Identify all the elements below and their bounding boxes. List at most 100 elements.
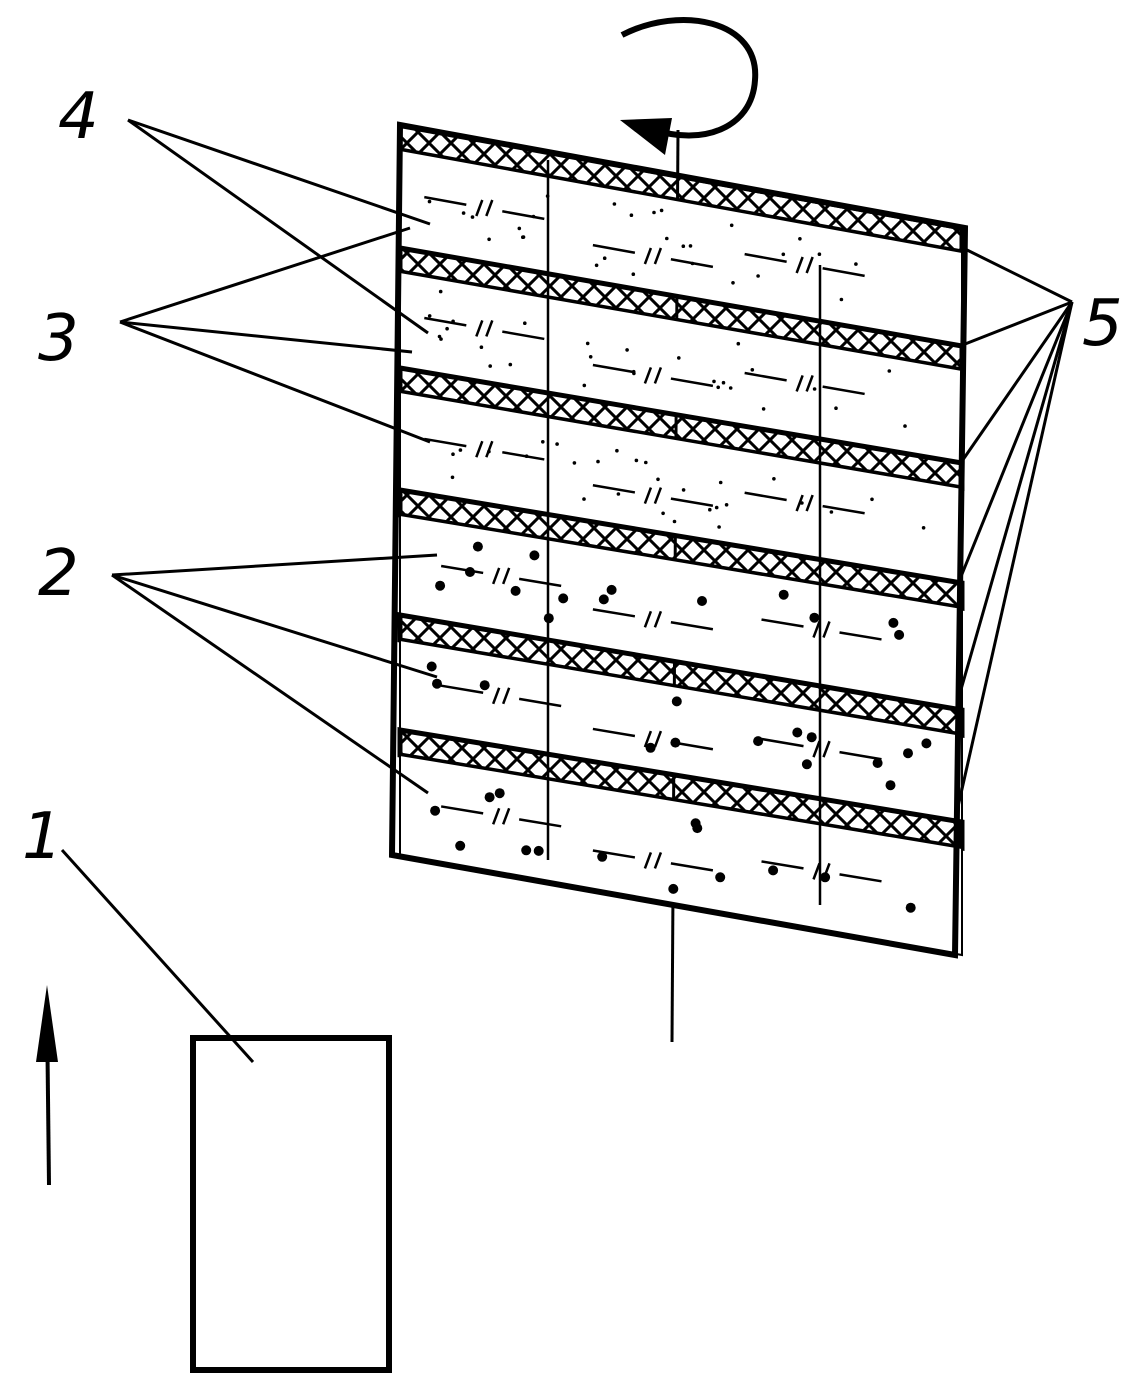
coarse-particle-dot bbox=[802, 759, 812, 769]
fine-particle-dot bbox=[731, 281, 735, 285]
fine-particle-dot bbox=[682, 244, 686, 248]
fine-particle-dot bbox=[730, 224, 734, 228]
fine-particle-dot bbox=[428, 314, 432, 318]
coarse-particle-dot bbox=[903, 748, 913, 758]
coarse-particle-dot bbox=[888, 618, 898, 628]
coarse-particle-dot bbox=[807, 732, 817, 742]
fine-particle-dot bbox=[656, 478, 660, 482]
fine-particle-dot bbox=[583, 384, 587, 388]
fine-particle-dot bbox=[903, 424, 907, 428]
fine-particle-dot bbox=[756, 274, 760, 278]
fine-particle-dot bbox=[751, 368, 755, 372]
coarse-particle-dot bbox=[432, 679, 442, 689]
rotation-arrow-icon bbox=[620, 20, 755, 155]
fine-particle-dot bbox=[445, 327, 449, 331]
coarse-particle-dot bbox=[607, 585, 617, 595]
callout-label-2: 2 bbox=[38, 537, 79, 611]
fine-particle-dot bbox=[439, 290, 443, 294]
fine-particle-dot bbox=[518, 227, 522, 231]
coarse-particle-dot bbox=[480, 680, 490, 690]
coarse-particle-dot bbox=[692, 823, 702, 833]
coarse-particle-dot bbox=[430, 806, 440, 816]
fine-particle-dot bbox=[715, 506, 719, 510]
flow-direction-arrow-icon bbox=[36, 985, 58, 1185]
callout-label-4: 4 bbox=[58, 80, 99, 154]
fine-particle-dot bbox=[725, 503, 729, 507]
fine-particle-dot bbox=[712, 380, 716, 384]
fine-particle-dot bbox=[922, 526, 926, 530]
coarse-particle-dot bbox=[534, 846, 544, 856]
coarse-particle-dot bbox=[779, 590, 789, 600]
fine-particle-dot bbox=[729, 386, 733, 390]
fine-particle-dot bbox=[722, 381, 726, 385]
fine-particle-dot bbox=[630, 213, 634, 217]
coarse-particle-dot bbox=[521, 845, 531, 855]
fine-particle-dot bbox=[428, 200, 432, 204]
fine-particle-dot bbox=[772, 477, 776, 481]
fine-particle-dot bbox=[644, 461, 648, 465]
coarse-particle-dot bbox=[894, 630, 904, 640]
fine-particle-dot bbox=[677, 356, 681, 360]
coarse-particle-dot bbox=[753, 736, 763, 746]
source-box bbox=[193, 1038, 389, 1370]
fine-particle-dot bbox=[613, 202, 617, 206]
fine-particle-dot bbox=[438, 335, 442, 339]
coarse-particle-dot bbox=[921, 738, 931, 748]
fine-particle-dot bbox=[719, 481, 723, 485]
coarse-particle-dot bbox=[792, 728, 802, 738]
fine-particle-dot bbox=[762, 407, 766, 411]
coarse-particle-dot bbox=[495, 788, 505, 798]
coarse-particle-dot bbox=[455, 841, 465, 851]
fine-particle-dot bbox=[708, 508, 712, 512]
coarse-particle-dot bbox=[599, 594, 609, 604]
fine-particle-dot bbox=[625, 348, 629, 352]
coarse-particle-dot bbox=[886, 780, 896, 790]
coarse-particle-dot bbox=[511, 586, 521, 596]
fine-particle-dot bbox=[462, 211, 466, 215]
coarse-particle-dot bbox=[485, 792, 495, 802]
coarse-particle-dot bbox=[906, 903, 916, 913]
fine-particle-dot bbox=[541, 440, 545, 444]
fine-particle-dot bbox=[595, 264, 599, 268]
fine-particle-dot bbox=[798, 237, 802, 241]
fine-particle-dot bbox=[834, 406, 838, 410]
fine-particle-dot bbox=[782, 253, 786, 257]
coarse-particle-dot bbox=[668, 884, 678, 894]
coarse-particle-dot bbox=[768, 865, 778, 875]
fine-particle-dot bbox=[689, 244, 693, 248]
fine-particle-dot bbox=[615, 449, 619, 453]
fine-particle-dot bbox=[617, 492, 621, 496]
coarse-particle-dot bbox=[435, 581, 445, 591]
fine-particle-dot bbox=[509, 363, 513, 367]
coarse-particle-dot bbox=[558, 593, 568, 603]
fine-particle-dot bbox=[589, 355, 593, 359]
fine-particle-dot bbox=[661, 512, 665, 516]
callout-label-1: 1 bbox=[22, 800, 63, 874]
fine-particle-dot bbox=[521, 235, 525, 239]
fine-particle-dot bbox=[870, 498, 874, 502]
callout-label-3: 3 bbox=[38, 302, 79, 376]
fine-particle-dot bbox=[471, 215, 475, 219]
fine-particle-dot bbox=[488, 364, 492, 368]
coarse-particle-dot bbox=[715, 872, 725, 882]
fine-particle-dot bbox=[665, 237, 669, 241]
fine-particle-dot bbox=[596, 460, 600, 464]
coarse-particle-dot bbox=[473, 542, 483, 552]
fine-particle-dot bbox=[632, 272, 636, 276]
coarse-particle-dot bbox=[529, 550, 539, 560]
coarse-particle-dot bbox=[809, 613, 819, 623]
fine-particle-dot bbox=[573, 461, 577, 465]
fine-particle-dot bbox=[673, 520, 677, 524]
fine-particle-dot bbox=[586, 342, 590, 346]
fine-particle-dot bbox=[854, 262, 858, 266]
callout-label-5: 5 bbox=[1082, 287, 1123, 361]
fine-particle-dot bbox=[480, 345, 484, 349]
fine-particle-dot bbox=[888, 369, 892, 373]
fine-particle-dot bbox=[818, 252, 822, 256]
fine-particle-dot bbox=[555, 442, 559, 446]
fine-particle-dot bbox=[652, 211, 656, 215]
fine-particle-dot bbox=[717, 525, 721, 529]
fine-particle-dot bbox=[487, 238, 491, 242]
coarse-particle-dot bbox=[427, 662, 437, 672]
fine-particle-dot bbox=[635, 459, 639, 463]
